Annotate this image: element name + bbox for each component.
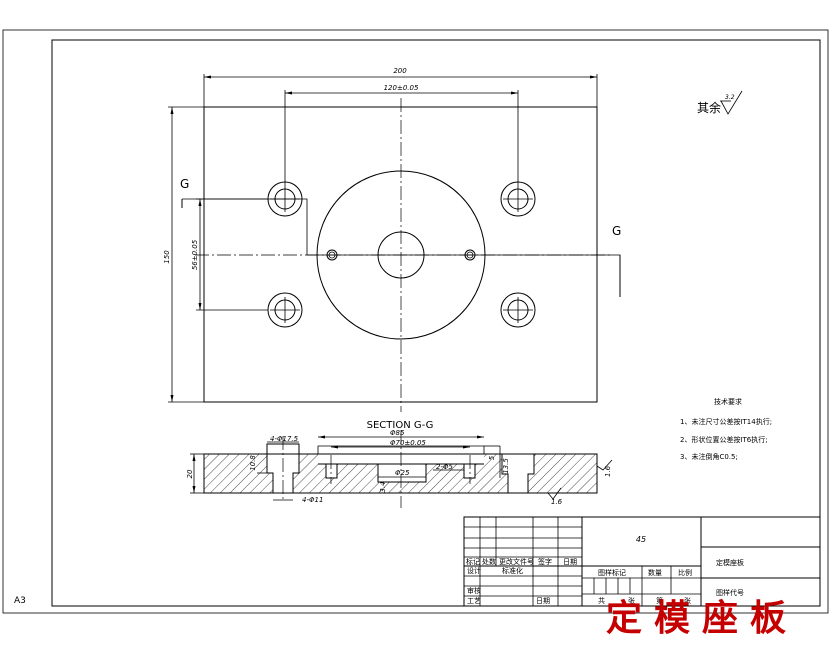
rev-header-qty: 处数 (482, 557, 496, 566)
bolt-hole-bottom-right (500, 292, 536, 328)
dim-hole-spacing-x: 120±0.05 (384, 84, 419, 92)
tech-title: 技术要求 (714, 397, 742, 406)
rev-header-date: 日期 (563, 558, 577, 566)
roughness-right: 1.6 (596, 459, 613, 477)
dim-length: 200 (393, 67, 407, 75)
dim-width: 150 (163, 250, 171, 264)
dim-center-depth: 3.4 (379, 481, 387, 492)
part-name: 定模座板 (716, 558, 744, 567)
dim-pin-holes: 2-Φ5 (436, 463, 453, 471)
dim-pin-spacing: Φ70±0.05 (390, 439, 426, 447)
sheet-label-2: 张 (684, 596, 691, 605)
drawing-no-label: 图样代号 (716, 588, 744, 597)
sheet-size-label: A3 (14, 596, 26, 606)
plate-outline (203, 106, 598, 403)
rev-header-doc: 更改文件号 (499, 557, 534, 566)
section-outline (203, 453, 598, 494)
bolt-hole-bottom-left (267, 292, 303, 328)
svg-text:1.6: 1.6 (551, 498, 563, 506)
dim-counterbore-depth: 10.8 (249, 455, 257, 471)
technical-requirements: 技术要求 1、未注尺寸公差按IT14执行; 2、形状位置公差按IT6执行; 3、… (680, 397, 772, 461)
scale-label: 比例 (678, 568, 692, 577)
cut-label-right: G (612, 224, 621, 238)
plan-view: 200 120±0.05 150 56±0.05 G G 其余 3.2 (163, 67, 743, 412)
svg-text:1.6: 1.6 (604, 465, 612, 477)
stage-label: 图样标记 (598, 568, 626, 577)
check-label: 审核 (467, 586, 481, 595)
section-view: SECTION G-G 4-Φ17.5 10.8 (186, 420, 613, 508)
inner-border (51, 39, 821, 607)
dim-hole-spacing-y: 56±0.05 (191, 239, 199, 270)
cut-label-left: G (180, 177, 189, 191)
bolt-hole-top-right (500, 90, 536, 217)
roughness-prefix: 其余 (697, 100, 721, 115)
standardize-label: 标准化 (502, 566, 523, 575)
roughness-bottom: 1.6 (547, 487, 563, 506)
process-label: 工艺 (467, 597, 481, 605)
dim-outer-diameter: Φ85 (390, 429, 405, 437)
roughness-symbol: 其余 3.2 (697, 90, 743, 115)
tech-item-2: 2、形状位置公差按IT6执行; (680, 435, 768, 444)
tech-item-1: 1、未注尺寸公差按IT14执行; (680, 417, 772, 426)
title-block: 标记 处数 更改文件号 签字 日期 设计 标准化 审核 工艺 日期 45 图样标… (463, 516, 821, 607)
roughness-value: 3.2 (725, 94, 735, 101)
dim-center-bore: Φ25 (395, 469, 410, 477)
designer-label: 设计 (467, 566, 481, 575)
dim-pin-depth: 5 (488, 455, 496, 460)
sheet-label: 张 (628, 596, 635, 605)
total-label: 共 (598, 596, 605, 605)
outer-border (2, 29, 829, 614)
material-text: 45 (636, 535, 646, 544)
weight-label: 数量 (648, 568, 662, 577)
tech-item-3: 3、未注倒角C0.5; (680, 452, 738, 461)
dim-pin-depth2: 13.5 (502, 458, 510, 474)
dim-counterbore: 4-Φ17.5 (270, 435, 299, 443)
rev-header-mark: 标记 (466, 557, 480, 566)
dim-through-hole: 4-Φ11 (302, 496, 323, 504)
bolt-hole-top-left (267, 90, 303, 217)
section-title: SECTION G-G (367, 420, 434, 431)
date-label: 日期 (536, 597, 550, 605)
dim-thickness: 20 (186, 469, 194, 478)
watermark-text: 定模座板 (606, 597, 798, 639)
rev-header-sign: 签字 (538, 557, 552, 566)
page-label: 第 (656, 596, 663, 605)
